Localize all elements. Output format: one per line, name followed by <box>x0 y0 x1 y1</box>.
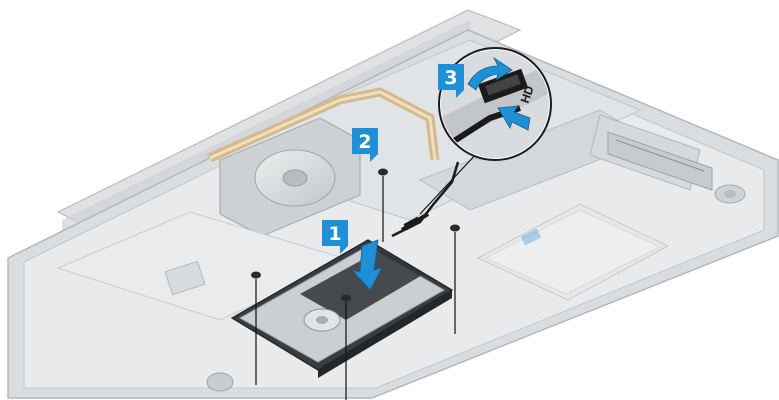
step-1-label: 1 <box>328 223 341 245</box>
step-2-label: 2 <box>358 131 371 153</box>
step-3-label: 3 <box>444 67 457 89</box>
right-speaker <box>714 184 746 204</box>
step-badge-3: 3 <box>438 64 464 98</box>
heat-pipe <box>208 87 440 163</box>
step-badge-2: 2 <box>352 128 378 162</box>
step-badge-1: 1 <box>322 220 348 254</box>
hard-drive-cable <box>391 161 460 238</box>
step-1-arrow <box>350 239 383 291</box>
callout-connector-label: HD <box>518 84 537 105</box>
coin-cell-battery <box>206 372 234 392</box>
screw-1 <box>251 271 261 385</box>
screw-2 <box>378 168 388 242</box>
screw-3 <box>450 224 460 334</box>
hard-drive <box>230 239 454 378</box>
step-3-arrows <box>467 56 531 131</box>
cooling-fan <box>219 117 361 237</box>
touchpad <box>476 203 670 301</box>
callout-leader-line <box>419 151 479 215</box>
memory-module <box>607 131 713 191</box>
screw-4 <box>341 294 351 400</box>
